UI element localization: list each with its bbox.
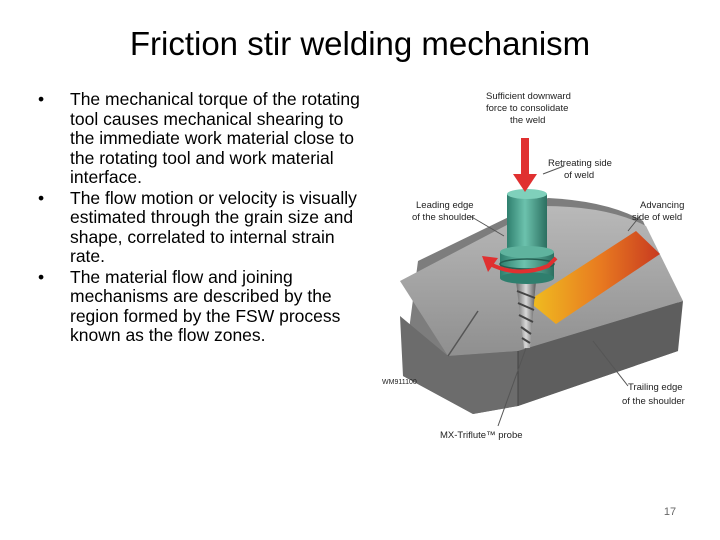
rotation-arrow-head [482, 256, 498, 272]
label-advancing-2: side of weld [632, 212, 682, 223]
bullet-item: The material flow and joining mechanisms… [30, 267, 360, 346]
label-trailing-1: Trailing edge [628, 382, 683, 393]
label-retreating-1: Retreating side [548, 158, 612, 169]
bullet-item: The mechanical torque of the rotating to… [30, 89, 360, 188]
rotating-tool [499, 189, 555, 284]
label-figure-code: WM911100 [382, 379, 417, 386]
label-trailing-2: of the shoulder [622, 396, 685, 407]
fsw-diagram-svg: Sufficient downward force to consolidate… [382, 91, 685, 441]
label-downward-force-2: force to consolidate [486, 103, 568, 114]
label-probe: MX-Triflute™ probe [440, 430, 523, 441]
label-downward-force-3: the weld [510, 115, 545, 126]
label-retreating-2: of weld [564, 170, 594, 181]
slide-title: Friction stir welding mechanism [129, 25, 591, 62]
bullet-list: The mechanical torque of the rotating to… [30, 89, 360, 347]
label-leaders [469, 165, 641, 427]
bullet-item: The flow motion or velocity is visually … [30, 188, 360, 267]
rotation-arrow [489, 256, 558, 274]
label-downward-force-1: Sufficient downward [486, 91, 571, 102]
label-leading-1: Leading edge [416, 200, 474, 211]
probe [516, 281, 536, 348]
weld-seam [528, 231, 660, 324]
downward-force-arrow [513, 138, 537, 192]
label-leading-2: of the shoulder [412, 212, 475, 223]
page-number: 17 [663, 506, 677, 518]
label-advancing-1: Advancing [640, 200, 684, 211]
fsw-diagram: Sufficient downward force to consolidate… [378, 86, 696, 444]
